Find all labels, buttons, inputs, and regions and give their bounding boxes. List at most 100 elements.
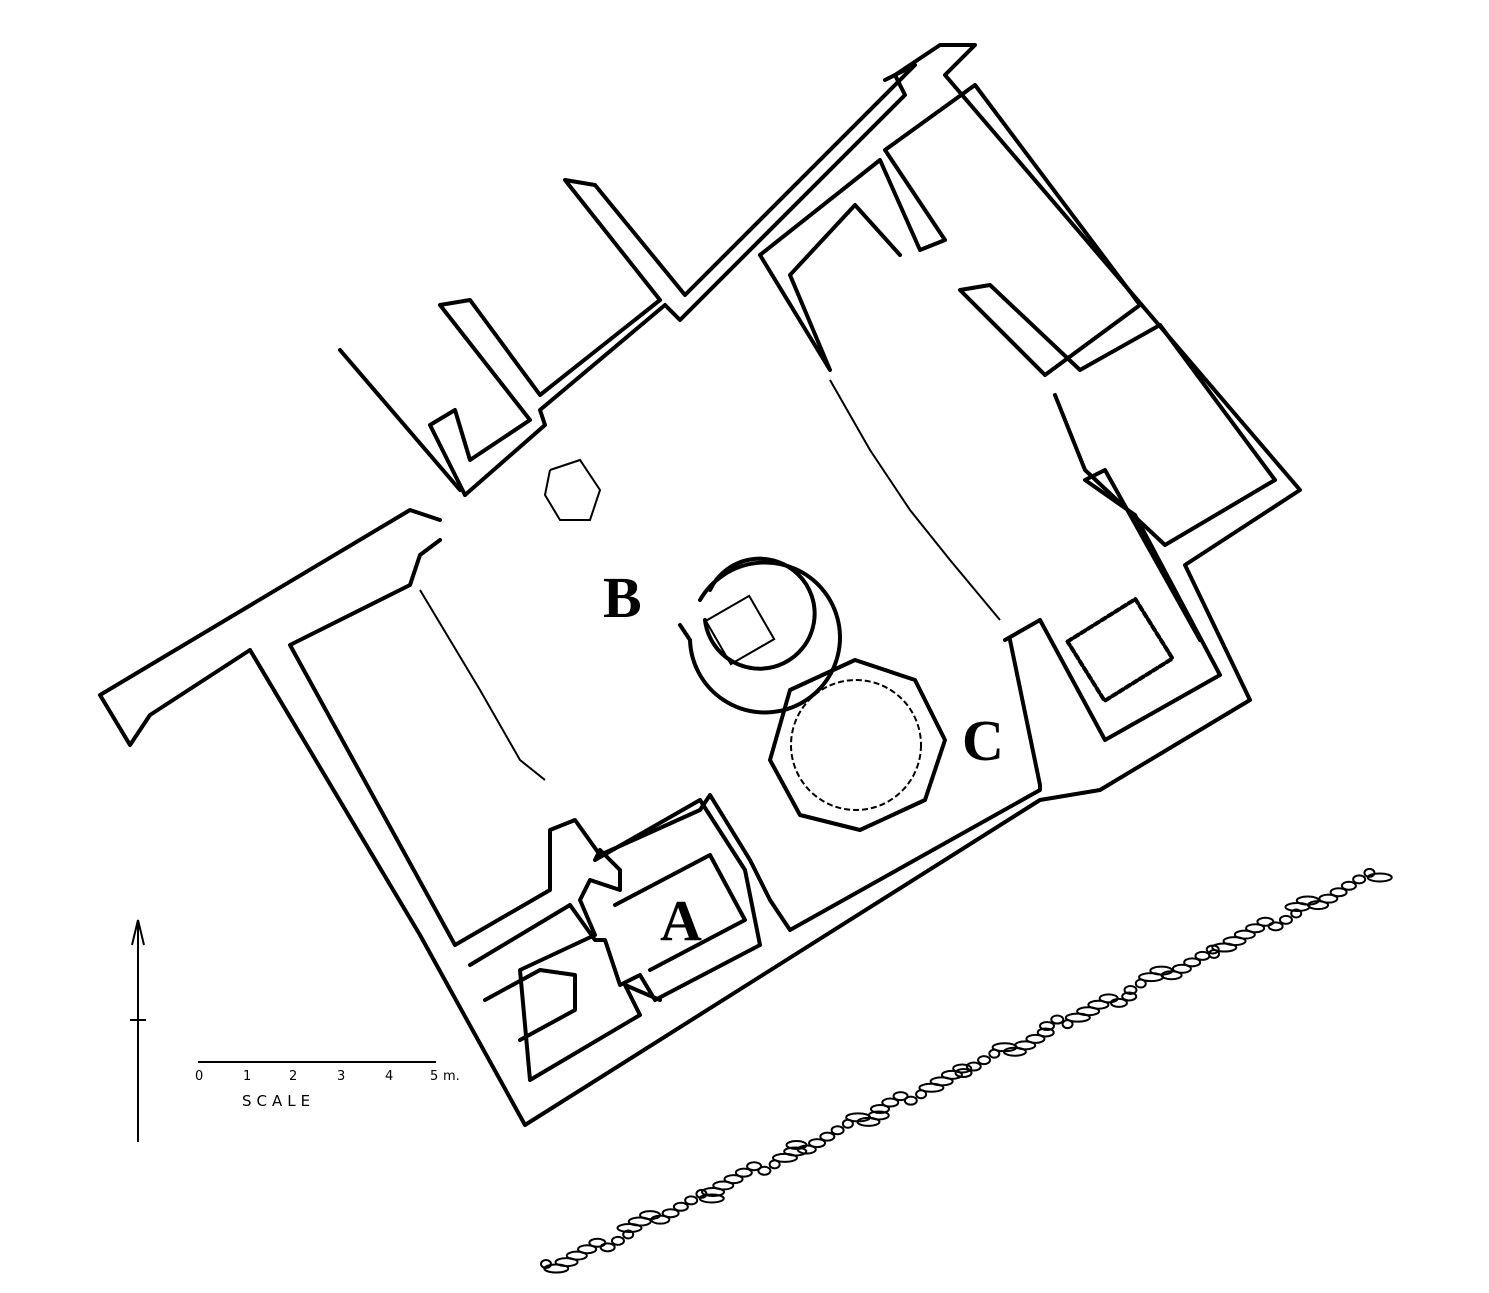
north-wall-inner [428, 63, 917, 497]
stone [903, 1095, 918, 1106]
stone [929, 1076, 954, 1087]
stone [977, 1055, 992, 1066]
structure-B [678, 556, 842, 715]
stone [1329, 887, 1348, 898]
stone [819, 1131, 836, 1142]
stone [746, 1161, 763, 1172]
stone [1278, 914, 1293, 925]
stone [661, 1208, 680, 1219]
stone [1050, 1014, 1065, 1025]
north-arrow [130, 919, 146, 1142]
stone [610, 1235, 625, 1246]
stone [1352, 874, 1367, 885]
stone [783, 1146, 808, 1157]
stone [757, 1165, 772, 1176]
stone-band [540, 867, 1393, 1274]
scale-tick-0: 0 [195, 1069, 203, 1084]
inner-feature-B [704, 594, 776, 666]
stone-row-east [829, 379, 1001, 621]
stone [1183, 957, 1202, 968]
stone [627, 1216, 652, 1227]
stone [1171, 963, 1192, 974]
label-C: C [962, 708, 1004, 773]
small-room [483, 968, 577, 1042]
structure-C [768, 597, 1175, 832]
stone [650, 1214, 671, 1225]
label-A: A [660, 888, 702, 953]
scale-unit: m. [443, 1069, 460, 1084]
stone [1039, 1021, 1055, 1031]
stone [1098, 993, 1119, 1004]
room-labels: A B C [603, 565, 1004, 953]
southeast-room [1003, 468, 1222, 742]
stone [588, 1237, 607, 1248]
stone [965, 1061, 982, 1072]
stone [830, 1125, 845, 1136]
stone [1222, 936, 1247, 947]
octagonal-structure-C [768, 658, 947, 832]
stone [940, 1069, 963, 1080]
stone [1121, 991, 1138, 1002]
stone [1245, 923, 1266, 934]
stone [1036, 1027, 1055, 1038]
inner-court-wall [288, 538, 1042, 947]
rubble-fill-C [790, 679, 922, 811]
scale-tick-5: 5 [430, 1069, 438, 1084]
stone [577, 1244, 598, 1255]
north-arrow-head [131, 919, 145, 946]
stone [1014, 1040, 1037, 1051]
stone [701, 1187, 725, 1197]
stone [1160, 970, 1183, 981]
stone [723, 1174, 744, 1185]
stone [870, 1104, 890, 1114]
stone [734, 1167, 753, 1178]
stone [1109, 997, 1128, 1008]
stone [892, 1091, 909, 1102]
east-rooms [758, 83, 1277, 547]
stone [1087, 999, 1110, 1010]
stone [1194, 950, 1211, 961]
label-B: B [603, 565, 642, 630]
stone [881, 1097, 900, 1108]
stone-lines [419, 379, 1001, 781]
stone [808, 1138, 827, 1149]
scale-tick-4: 4 [385, 1069, 393, 1084]
scale-tick-2: 2 [289, 1069, 297, 1084]
southwest-rooms [468, 798, 762, 1082]
stone [554, 1257, 579, 1268]
stone [622, 1229, 635, 1240]
stone [599, 1242, 616, 1253]
stone [796, 1144, 817, 1155]
stone [1256, 916, 1275, 927]
scale-tick-1: 1 [243, 1069, 251, 1084]
west-wall-stub [338, 348, 462, 492]
stone [712, 1180, 735, 1191]
east-corridor [758, 203, 902, 372]
stone [565, 1250, 588, 1261]
scale-bar: 0 1 2 3 4 5 m. SCALE [195, 1061, 460, 1110]
stone [1340, 880, 1357, 891]
stone [1123, 985, 1138, 995]
stone [1025, 1033, 1046, 1044]
stone [954, 1068, 973, 1078]
stone [1076, 1006, 1101, 1017]
walls [98, 43, 1302, 1127]
stone [1366, 872, 1393, 883]
stone [1307, 900, 1330, 911]
stone [1318, 893, 1339, 904]
stone [1002, 1046, 1027, 1057]
scale-title: SCALE [242, 1092, 315, 1110]
scale-tick-3: 3 [337, 1069, 345, 1084]
stone [1290, 908, 1303, 919]
room-A-inner [613, 853, 747, 972]
stone [1233, 929, 1256, 940]
rubble-square [1065, 597, 1175, 703]
round-structure-B [678, 556, 842, 715]
stone-row-west [419, 589, 546, 781]
stone [672, 1201, 689, 1212]
stone [952, 1063, 973, 1074]
stone [698, 1193, 725, 1204]
stone-cluster [543, 458, 602, 521]
